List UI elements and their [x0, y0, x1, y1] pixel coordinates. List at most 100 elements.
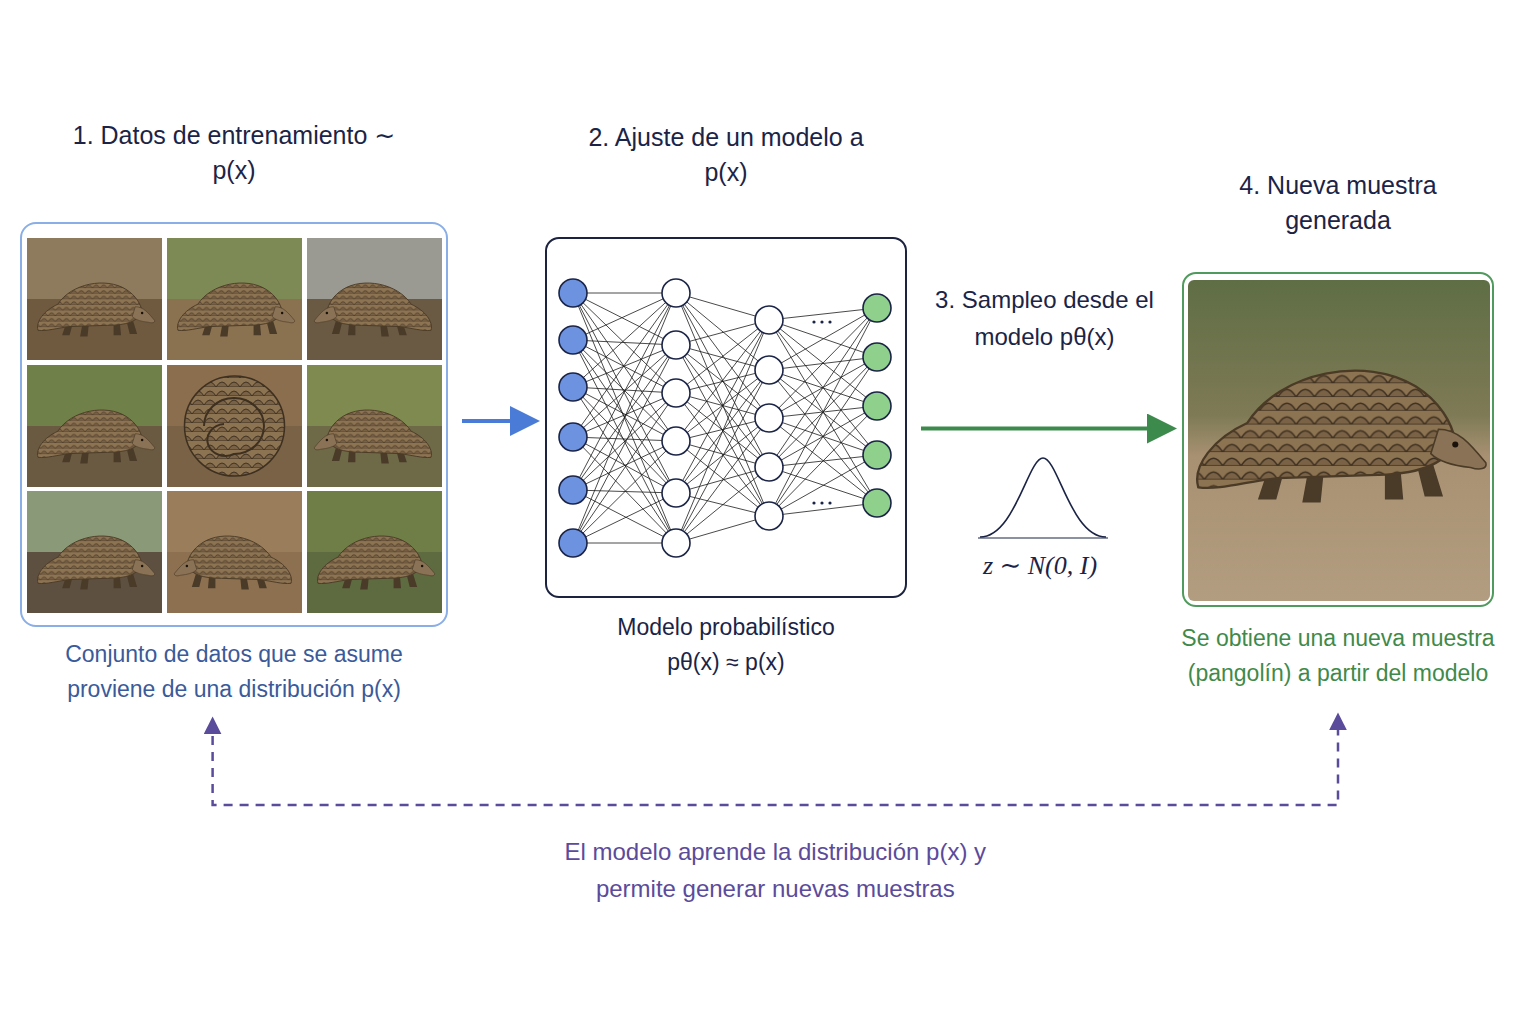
network-weight: [769, 467, 877, 503]
network-weight: [769, 357, 877, 418]
ellipsis-dot: [828, 320, 831, 323]
neuron: [662, 331, 690, 359]
neuron: [559, 476, 587, 504]
network-weight: [676, 320, 769, 345]
network-weight: [573, 340, 676, 441]
photo-ground: [167, 426, 302, 487]
pangolin-photo: [178, 283, 295, 336]
network-weight: [676, 393, 769, 467]
network-weight: [676, 345, 769, 418]
diagram-box: 2. Ajuste de un modelo a p(x)Modelo prob…: [545, 120, 907, 679]
network-weight: [769, 308, 877, 516]
pangolin-photo: [38, 536, 155, 589]
neuron: [662, 379, 690, 407]
neuron: [863, 489, 891, 517]
pangolin-photo: [174, 536, 291, 589]
network-weight: [573, 437, 676, 543]
network-weight: [676, 441, 769, 516]
network-weight: [676, 370, 769, 393]
network-weight: [676, 467, 769, 493]
network-weight: [769, 308, 877, 418]
pangolin-photo: [314, 410, 431, 463]
network-weight: [573, 340, 676, 493]
network-weight: [573, 387, 676, 543]
network-weight: [573, 441, 676, 543]
network-weight: [573, 340, 676, 345]
network-weight: [573, 293, 676, 393]
network-weight: [573, 293, 676, 387]
photo-tile: [27, 365, 162, 487]
neuron: [755, 404, 783, 432]
network-weight: [769, 406, 877, 467]
network-weight: [676, 345, 769, 467]
network-weight: [676, 418, 769, 441]
network-weight: [769, 370, 877, 455]
network-weight: [676, 320, 769, 543]
network-weight: [573, 345, 676, 437]
neuron: [662, 529, 690, 557]
network-weight: [676, 418, 769, 543]
network-weight: [573, 387, 676, 441]
network-weight: [573, 387, 676, 393]
neuron: [863, 441, 891, 469]
network-weight: [769, 370, 877, 406]
ellipsis-dot: [820, 320, 823, 323]
photo-tile: [167, 238, 302, 360]
distribution-label: z ∼ N(0, I): [960, 550, 1120, 581]
box-heading: 4. Nueva muestra generada: [1228, 168, 1448, 238]
photo-tile: [167, 365, 302, 487]
neuron: [559, 529, 587, 557]
photo-tile: [307, 365, 442, 487]
network-weight: [573, 293, 676, 294]
network-weight: [573, 293, 676, 340]
connector-label: El modelo aprende la distribución p(x) y…: [543, 833, 1008, 907]
box-caption: Se obtiene una nueva muestra (pangolín) …: [1163, 621, 1513, 690]
network-weight: [573, 293, 676, 493]
photo-ground: [307, 552, 442, 613]
network-weight: [573, 293, 676, 543]
neuron: [755, 502, 783, 530]
network-weight: [573, 490, 676, 543]
connector-label: 3. Sampleo desde el modelo pθ(x): [935, 281, 1155, 355]
diagram-box: 4. Nueva muestra generadaSe obtiene una …: [1182, 168, 1494, 690]
network-weight: [676, 293, 769, 516]
neuron: [559, 373, 587, 401]
network-weight: [573, 493, 676, 543]
network-weight: [573, 293, 676, 345]
network-weight: [676, 418, 769, 493]
network-weight: [676, 370, 769, 441]
box-frame: [545, 237, 907, 598]
network-weight: [769, 406, 877, 516]
neuron: [755, 306, 783, 334]
box-heading: 1. Datos de entrenamiento ∼ p(x): [72, 118, 397, 188]
network-weight: [676, 370, 769, 493]
network-weight: [676, 293, 769, 418]
network-weight: [769, 455, 877, 516]
box-caption: Conjunto de datos que se asume proviene …: [39, 637, 429, 706]
photo-ground: [27, 299, 162, 360]
network-weight: [769, 308, 877, 370]
network-weight: [676, 345, 769, 370]
gaussian-baseline: [978, 537, 1108, 538]
network-weight: [573, 393, 676, 490]
diagram-box: 1. Datos de entrenamiento ∼ p(x) Conjunto…: [20, 118, 448, 706]
flow-connector: [921, 427, 1168, 431]
network-weight: [573, 393, 676, 543]
pangolin-photo: [318, 536, 435, 589]
network-weight: [769, 320, 877, 455]
photo-ground: [27, 426, 162, 487]
photo-tile: [307, 491, 442, 613]
network-weight: [573, 437, 676, 493]
photo-tile: [167, 491, 302, 613]
network-weight: [769, 370, 877, 503]
network-weight: [769, 418, 877, 503]
pangolin-photo: [314, 283, 431, 336]
network-weight: [769, 320, 877, 406]
network-weight: [676, 393, 769, 516]
network-weight: [676, 467, 769, 543]
network-weight: [573, 293, 676, 543]
photo-tile: [307, 238, 442, 360]
